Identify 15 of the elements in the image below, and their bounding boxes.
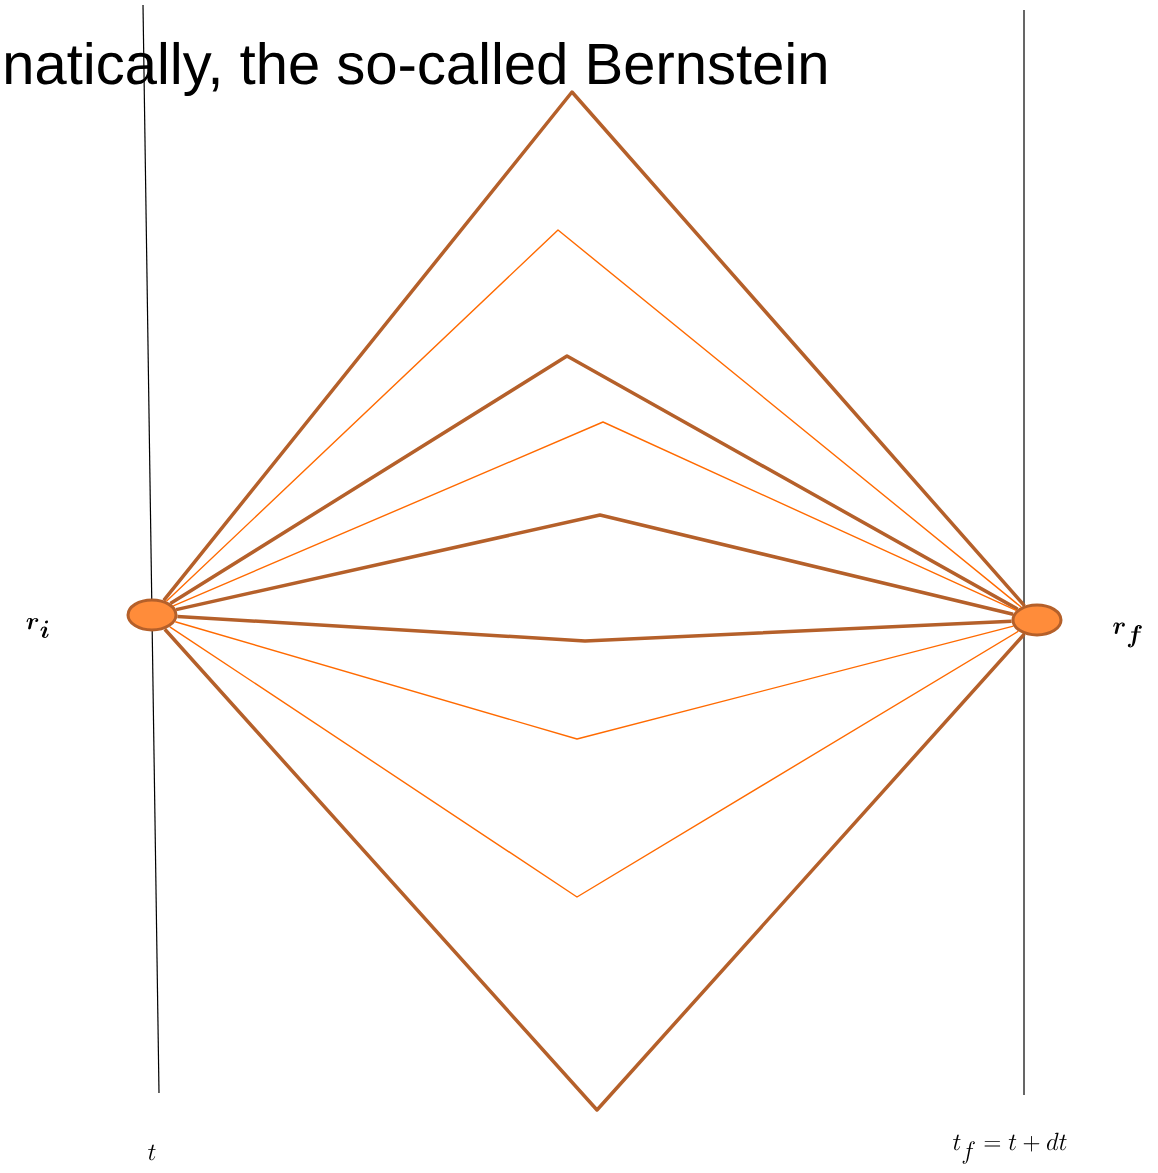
point-label: $\boldsymbol{r}_{\boldsymbol{i}}$ xyxy=(26,617,49,639)
path-line xyxy=(165,229,1022,608)
point-marker xyxy=(1011,603,1063,637)
path-line xyxy=(169,626,1020,898)
axis-label: $t$ xyxy=(148,1144,156,1161)
path-line xyxy=(162,90,1026,607)
path-line xyxy=(172,421,1017,612)
point-label: $\boldsymbol{r}_{\boldsymbol{f}}$ xyxy=(1113,622,1142,648)
path-line xyxy=(169,354,1019,611)
point-marker xyxy=(126,598,178,632)
path-line xyxy=(177,614,1012,643)
path-line xyxy=(163,628,1026,1112)
path-line xyxy=(175,513,1014,616)
axis-label: $t_f = t + dt$ xyxy=(953,1132,1067,1164)
path-line xyxy=(174,621,1015,740)
